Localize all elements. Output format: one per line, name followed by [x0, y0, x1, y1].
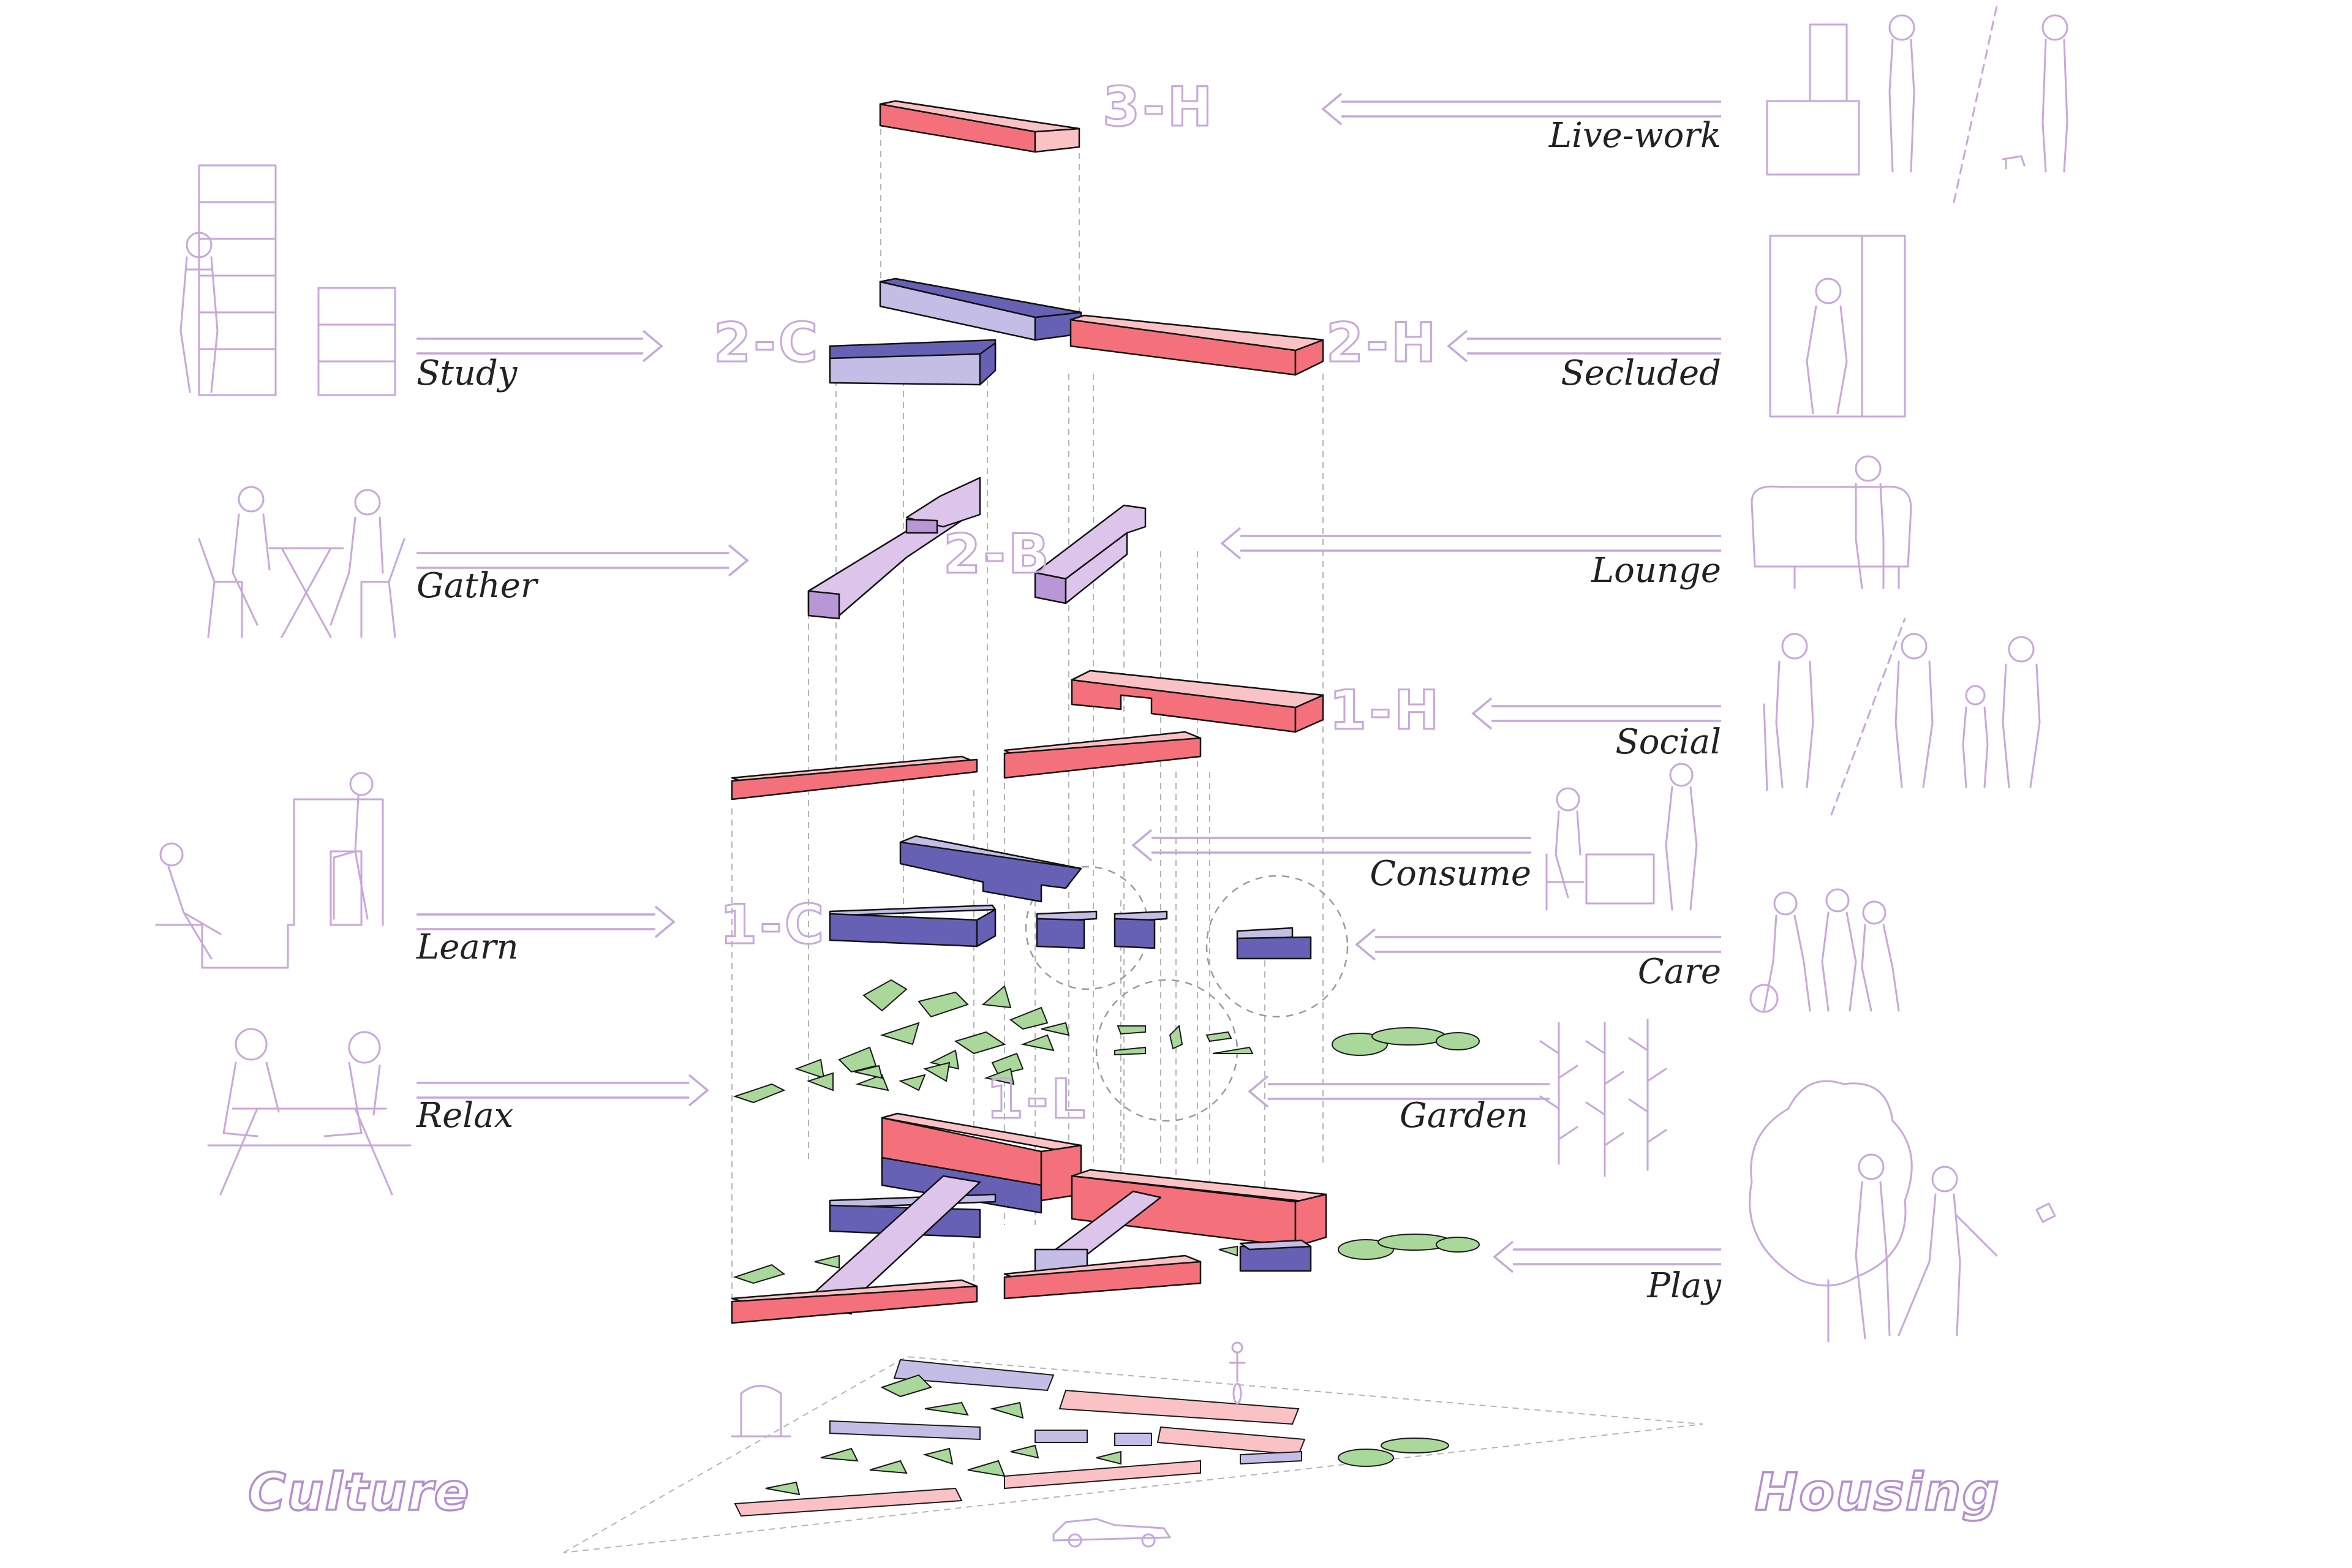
program-label-social: Social — [1615, 722, 1721, 762]
arrow-garden — [1248, 1075, 1550, 1108]
arrow-social — [1471, 697, 1721, 730]
arrow-study — [417, 330, 663, 363]
level-label-2b: 2-B — [943, 522, 1052, 586]
landscape-pads-1l — [733, 979, 1480, 1104]
block-2b — [807, 477, 1147, 620]
arrow-lounge — [1220, 527, 1721, 560]
gather-vignette-icon — [198, 486, 405, 638]
arrow-secluded — [1447, 330, 1721, 363]
program-labels-left: Study Gather Learn Relax — [416, 353, 539, 1136]
program-label-garden: Garden — [1400, 1096, 1528, 1136]
program-label-care: Care — [1638, 952, 1721, 992]
program-label-live-work: Live-work — [1548, 116, 1721, 156]
arrow-consume — [1131, 829, 1531, 862]
category-label-housing: Housing — [1755, 1462, 2000, 1522]
program-label-learn: Learn — [416, 927, 519, 967]
care-vignette-icon — [1749, 888, 1900, 1013]
block-3h — [879, 100, 1080, 153]
level-label-1l: 1-L — [986, 1068, 1088, 1131]
relax-vignette-icon — [207, 1028, 412, 1196]
arrow-relax — [417, 1074, 709, 1107]
program-label-secluded: Secluded — [1561, 353, 1721, 393]
learn-vignette-icon — [155, 772, 384, 969]
arrow-gather — [417, 544, 749, 577]
arrow-care — [1355, 928, 1721, 961]
live-work-vignette-icon — [1766, 5, 2068, 203]
program-labels-right: Live-work Secluded Lounge Social Consume… — [1370, 116, 1722, 1306]
block-2c — [829, 277, 1082, 386]
arrow-live-work — [1321, 92, 1721, 126]
program-label-gather: Gather — [417, 566, 539, 606]
level-label-1c: 1-C — [720, 893, 826, 956]
kiosk-icon — [731, 1385, 791, 1438]
play-vignette-icon — [1749, 1080, 2056, 1343]
program-label-consume: Consume — [1370, 854, 1531, 894]
car-icon — [1052, 1518, 1171, 1548]
study-vignette-icon — [179, 164, 396, 396]
arrow-play — [1493, 1240, 1721, 1273]
consume-vignette-icon — [1545, 763, 1698, 911]
projection-guide-lines — [731, 129, 1324, 1298]
category-label-culture: Culture — [248, 1462, 470, 1522]
program-label-play: Play — [1646, 1266, 1722, 1306]
site-plan — [563, 1341, 1703, 1553]
block-2h — [1069, 314, 1324, 376]
level-label-1h: 1-H — [1329, 679, 1441, 742]
block-1h — [731, 669, 1324, 801]
stacked-assembly — [731, 1112, 1480, 1324]
focus-circle-care-b — [1205, 875, 1349, 1018]
social-vignette-icon — [1763, 617, 2041, 816]
level-labels: 3-H 2-C 2-H 2-B 1-H 1-C 1-L — [713, 75, 1441, 1132]
level-label-2h: 2-H — [1326, 311, 1438, 374]
level-label-3h: 3-H — [1102, 75, 1215, 138]
block-1c — [829, 835, 1312, 960]
program-label-study: Study — [417, 353, 518, 393]
program-label-lounge: Lounge — [1591, 551, 1721, 590]
program-arrows — [417, 92, 1721, 1273]
lounge-vignette-icon — [1751, 455, 1912, 589]
level-label-2c: 2-C — [714, 311, 820, 374]
secluded-vignette-icon — [1769, 235, 1906, 418]
garden-vignette-icon — [1539, 1019, 1667, 1177]
program-label-relax: Relax — [416, 1096, 513, 1136]
cyclist-icon — [1229, 1341, 1246, 1404]
arrow-learn — [417, 905, 676, 938]
